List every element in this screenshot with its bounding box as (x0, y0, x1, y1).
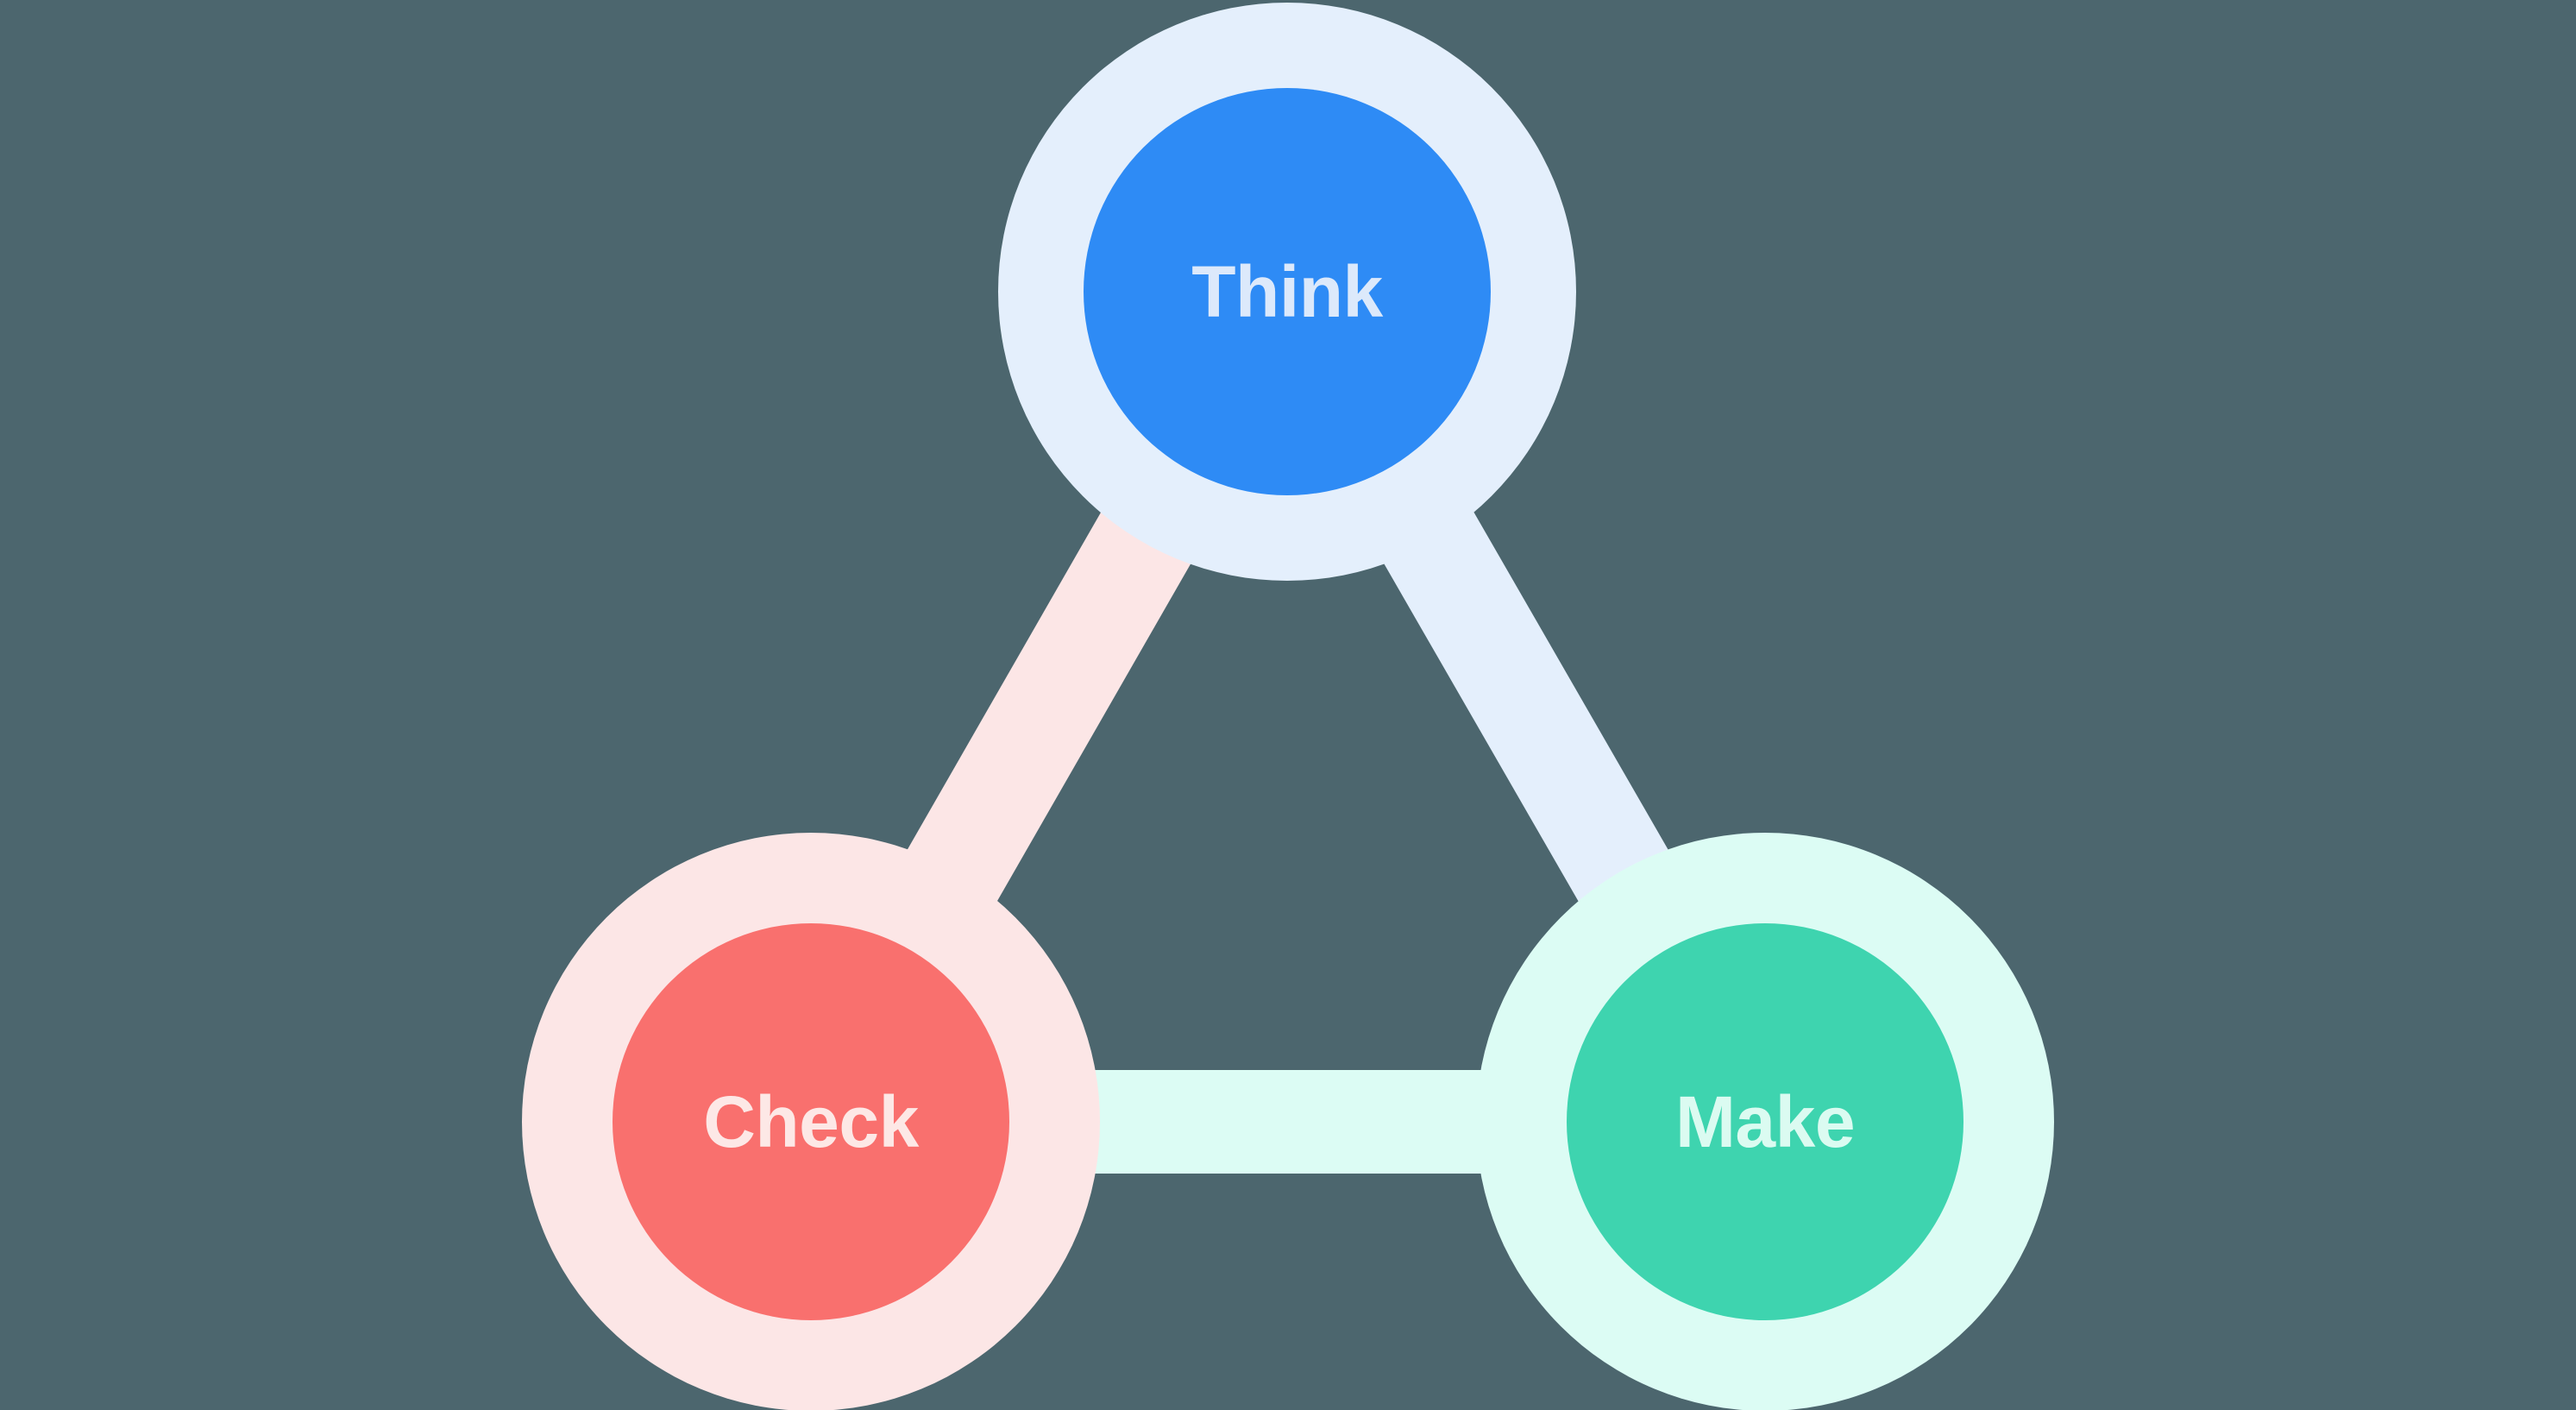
check-core-circle[interactable] (613, 923, 1009, 1320)
make-label: Make (1675, 1081, 1855, 1162)
check-label: Check (703, 1081, 919, 1162)
make-core-circle[interactable] (1567, 923, 1963, 1320)
think-core-circle[interactable] (1084, 88, 1491, 495)
node-check[interactable]: Check (522, 833, 1100, 1410)
node-make[interactable]: Make (1476, 833, 2054, 1410)
node-think[interactable]: Think (998, 3, 1576, 581)
think-label: Think (1191, 251, 1383, 332)
